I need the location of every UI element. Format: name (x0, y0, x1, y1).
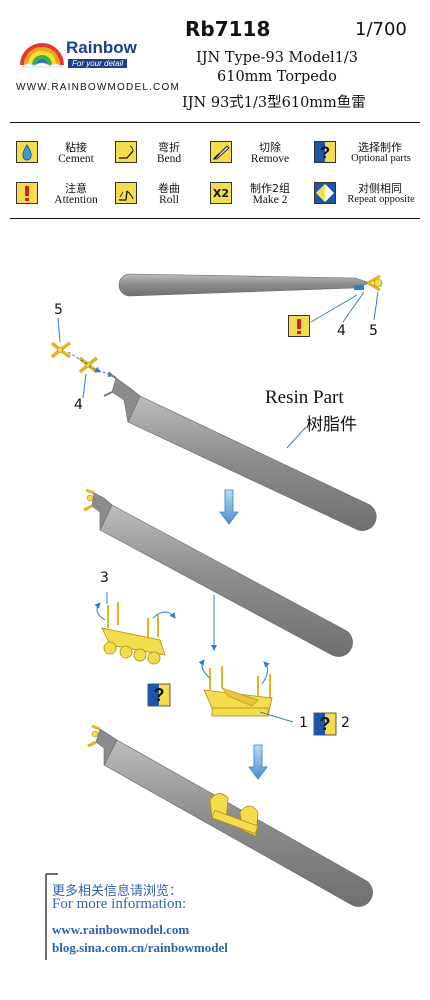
step1-label-4: 4 (337, 323, 346, 339)
leader-attention (310, 294, 358, 323)
product-title-line1: IJN Type-93 Model1/3 (196, 50, 358, 66)
leader-resin (286, 426, 307, 449)
leader-5 (373, 291, 379, 321)
legend-cement-en: Cement (58, 153, 94, 165)
legend-optional-cn: 选择制作 (358, 141, 402, 154)
cement-drop-icon (16, 141, 38, 163)
repeat-opposite-icon (314, 182, 336, 204)
more-info-cn: 更多相关信息请浏览： (52, 884, 183, 899)
propeller-5 (50, 341, 72, 359)
legend-remove-cn: 切除 (259, 141, 281, 154)
legend-attention-en: Attention (54, 194, 98, 206)
legend-bend-cn: 弯折 (158, 141, 180, 154)
torpedo-assembled (87, 724, 373, 907)
brand-slogan: For your detail (68, 59, 128, 68)
step3-label-3: 3 (100, 570, 109, 586)
legend-bend-en: Bend (156, 153, 182, 165)
header-divider (10, 122, 420, 123)
x2-icon: X2 (210, 182, 232, 204)
legend-attention-cn: 注意 (65, 182, 87, 195)
step2-label-5: 5 (54, 302, 63, 318)
legend-cement-cn: 粘接 (65, 141, 87, 154)
resin-part-label-cn: 树脂件 (306, 415, 357, 435)
exclamation-icon (288, 315, 310, 337)
legend-make2-en: Make 2 (252, 194, 288, 206)
exclamation-icon (16, 182, 38, 204)
leader-1 (259, 711, 294, 723)
step2-label-4: 4 (74, 397, 83, 413)
product-title-line3: IJN 93式1/3型610mm鱼雷 (182, 95, 366, 111)
rainbow-logo (20, 43, 64, 68)
product-title-line2: 610mm Torpedo (217, 69, 337, 85)
brand-name: Rainbow (66, 38, 137, 57)
svg-text:?: ? (320, 714, 331, 734)
down-arrow-1 (219, 489, 239, 525)
brand-website: WWW.RAINBOWMODEL.COM (16, 82, 180, 93)
bend-icon (115, 141, 137, 163)
cradle-part-1 (203, 666, 273, 717)
legend-remove-en: Remove (250, 153, 290, 165)
torpedo-resin-2 (83, 488, 353, 657)
legend-repeat-cn: 对侧相同 (358, 182, 402, 195)
product-scale: 1/700 (355, 19, 407, 40)
question-icon: ? (313, 712, 337, 736)
cradle-part-3 (101, 602, 166, 665)
info-blog-link[interactable]: blog.sina.com.cn/rainbowmodel (52, 940, 228, 955)
legend-roll-en: Roll (159, 194, 179, 206)
legend-divider (10, 218, 420, 219)
question-icon: ? (147, 683, 171, 707)
info-website-link[interactable]: www.rainbowmodel.com (52, 922, 190, 937)
roll-icon (115, 182, 137, 204)
resin-part-label-en: Resin Part (265, 387, 344, 408)
propeller-4 (78, 356, 99, 374)
more-info-en: For more information: (52, 896, 187, 912)
legend-optional-en: Optional parts (351, 153, 411, 164)
down-arrow-2 (248, 744, 268, 780)
question-icon: ? (314, 141, 336, 163)
torpedo-resin-1 (103, 372, 377, 531)
product-code: Rb7118 (185, 17, 271, 41)
legend-repeat-en: Repeat opposite (347, 194, 415, 205)
leader-4 (342, 291, 365, 323)
legend-make2-cn: 制作2组 (250, 182, 290, 195)
step4-label-2: 2 (341, 715, 350, 731)
svg-text:?: ? (154, 685, 165, 705)
step4-label-1: 1 (299, 715, 308, 731)
legend-roll-cn: 卷曲 (158, 182, 180, 195)
step1-label-5: 5 (369, 323, 378, 339)
torpedo-side-view (118, 273, 383, 297)
knife-icon (210, 141, 232, 163)
svg-text:?: ? (320, 143, 330, 162)
